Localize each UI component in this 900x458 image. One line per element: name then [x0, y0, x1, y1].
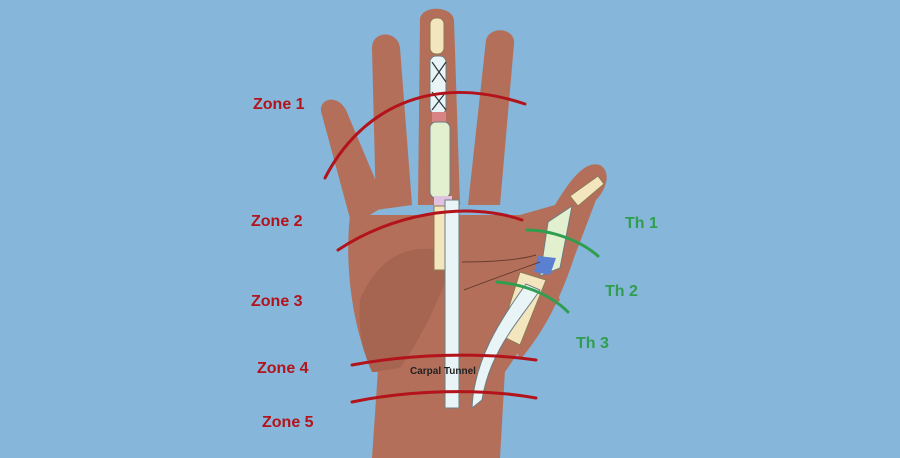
- palm-shading: [359, 248, 455, 372]
- pulley-marker: [432, 112, 446, 122]
- thumb-line-1: [525, 228, 600, 258]
- proximal-phalanx: [429, 121, 451, 199]
- little-finger: [320, 99, 386, 226]
- thumb-zone-lines: [495, 228, 600, 314]
- zone-5-label: Zone 5: [262, 414, 314, 431]
- zone-line-2: [336, 209, 524, 252]
- thumb-muscle-line-2: [463, 261, 541, 291]
- zone-3-label: Zone 3: [251, 293, 303, 310]
- thumb-tendon: [471, 283, 541, 410]
- thumb-muscle-line-1: [461, 254, 537, 263]
- thumb-line-2: [495, 280, 570, 314]
- zone-4-label: Zone 4: [257, 360, 309, 377]
- thumb-distal: [569, 175, 605, 207]
- thumb-pulley: [534, 256, 556, 275]
- thumb-zone-3-label: Th 3: [576, 335, 609, 352]
- thumb-zone-2-label: Th 2: [605, 283, 638, 300]
- zone-2-label: Zone 2: [251, 213, 303, 230]
- pulley-cross-1: [431, 61, 447, 83]
- zone-1-label: Zone 1: [253, 96, 305, 113]
- mcp-pulley: [434, 196, 452, 206]
- index-finger: [468, 30, 515, 205]
- zone-line-3: [350, 353, 538, 367]
- thumb-zone-1-label: Th 1: [625, 215, 658, 232]
- zone-line-4: [350, 390, 538, 404]
- zone-lines: [323, 91, 538, 404]
- zone-line-1: [323, 91, 527, 180]
- carpal-tunnel-label: Carpal Tunnel: [410, 366, 476, 377]
- distal-phalanx: [429, 17, 445, 55]
- ring-finger: [372, 34, 412, 210]
